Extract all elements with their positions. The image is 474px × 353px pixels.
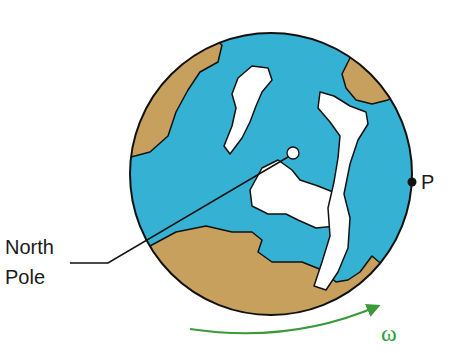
continent [120, 32, 222, 160]
globe-outline [130, 33, 412, 315]
point-marker [408, 178, 417, 187]
ice-sheet [314, 92, 368, 290]
ice-sheet [224, 66, 272, 154]
pole-label: North Pole [5, 232, 75, 292]
leader-line [70, 157, 288, 263]
rotation-arrow [190, 306, 378, 333]
angular-velocity-label: ω [381, 320, 411, 346]
north-pole-marker [287, 147, 299, 159]
continent [342, 30, 402, 104]
point-label: P [421, 170, 451, 194]
